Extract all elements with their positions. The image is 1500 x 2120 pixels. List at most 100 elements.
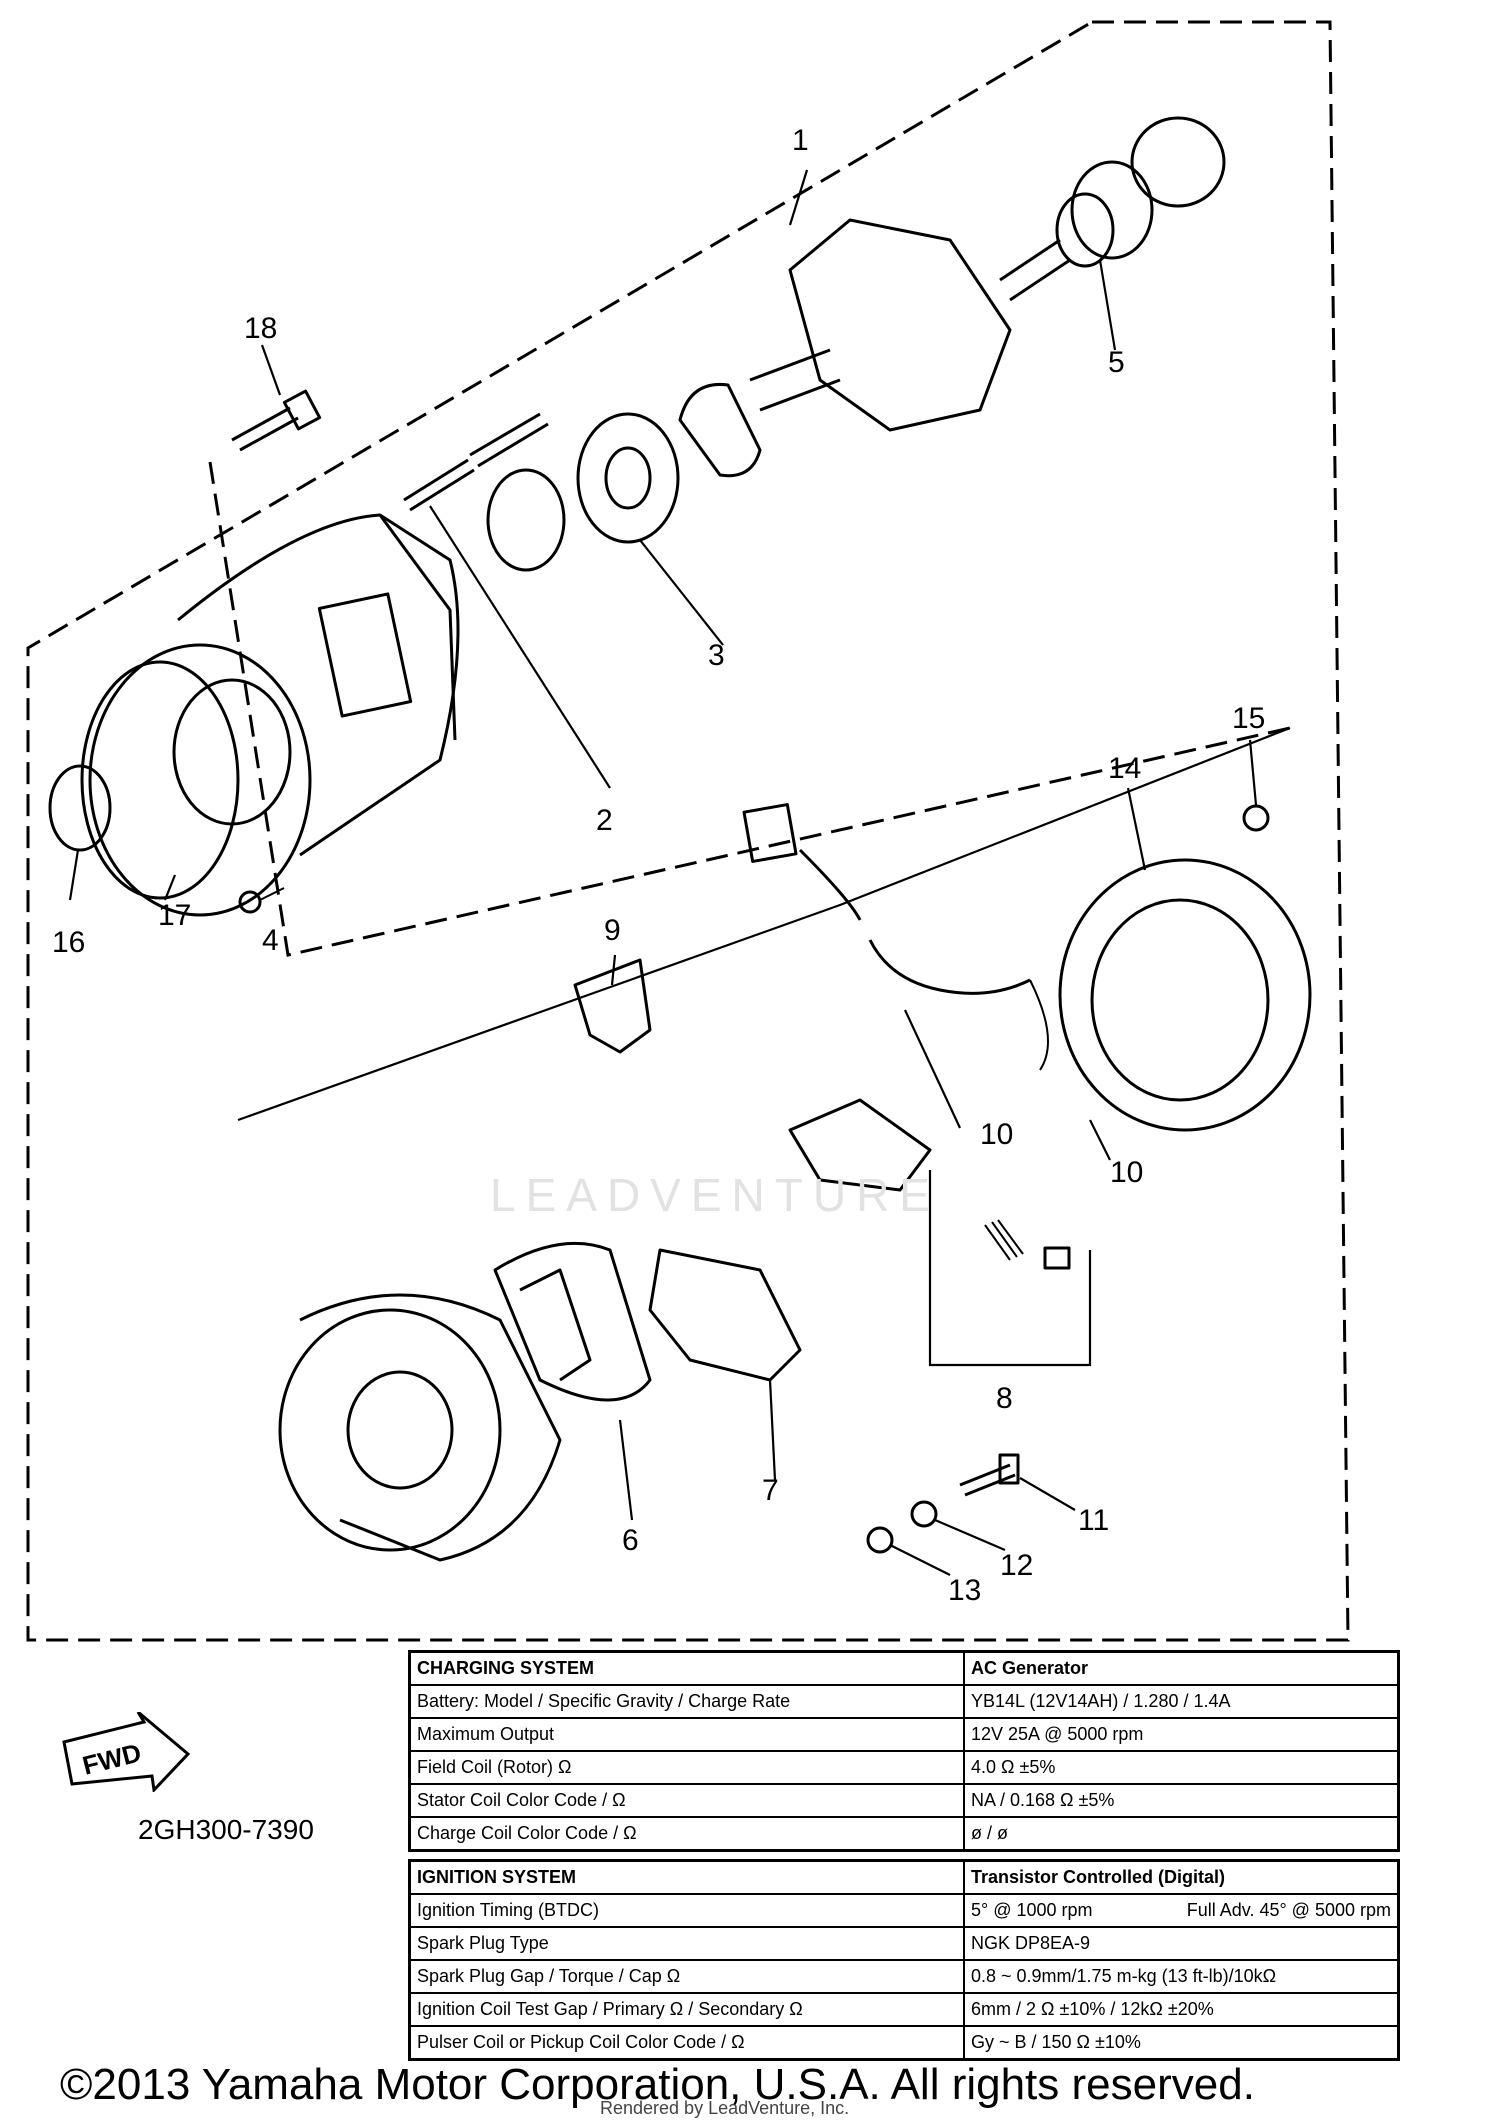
- ignition-system-table: IGNITION SYSTEM Transistor Controlled (D…: [408, 1859, 1400, 2061]
- rear-housing: [278, 1293, 562, 1562]
- spec-label: Spark Plug Gap / Torque / Cap Ω: [408, 1959, 965, 1994]
- leader-6: [618, 1419, 634, 1521]
- bolt: [238, 887, 285, 914]
- callout-5: 5: [1108, 346, 1125, 379]
- spring-washer: [910, 1500, 938, 1528]
- table-row: Maximum Output 12V 25A @ 5000 rpm: [408, 1717, 1400, 1752]
- callout-1: 1: [792, 124, 809, 157]
- watermark: LEADVENTURE: [490, 1169, 940, 1221]
- leader-8: [928, 1170, 1092, 1367]
- leader-15: [1248, 739, 1258, 806]
- spec-value: 6mm / 2 Ω ±10% / 12kΩ ±20%: [963, 1992, 1400, 2027]
- spec-value: 12V 25A @ 5000 rpm: [963, 1717, 1400, 1752]
- charging-system-title: CHARGING SYSTEM: [408, 1650, 965, 1686]
- bearing: [576, 412, 680, 544]
- brush-holder: [573, 958, 652, 1054]
- ignition-timing-full-advance: Full Adv. 45° @ 5000 rpm: [1186, 1900, 1391, 1920]
- callout-17: 17: [158, 899, 191, 932]
- leader-18: [260, 344, 282, 396]
- leader-3: [639, 539, 724, 646]
- table-row: Spark Plug Gap / Torque / Cap Ω 0.8 ~ 0.…: [408, 1959, 1400, 1994]
- generator-housing: [88, 513, 460, 917]
- leader-13: [889, 1544, 951, 1576]
- callout-15: 15: [1232, 702, 1265, 735]
- leader-2: [429, 505, 611, 789]
- upper-assembly-bracket: [208, 461, 1291, 957]
- leader-7: [768, 1379, 777, 1481]
- spec-value: NA / 0.168 Ω ±5%: [963, 1783, 1400, 1818]
- plain-washer: [866, 1526, 894, 1554]
- leader-5: [1098, 259, 1117, 351]
- wire-harness: [742, 803, 1049, 1071]
- callout-10b: 10: [1110, 1156, 1143, 1189]
- rear-cover: [1058, 858, 1312, 1132]
- oil-seal: [48, 764, 112, 852]
- spec-label: Spark Plug Type: [408, 1926, 965, 1961]
- callout-14: 14: [1108, 752, 1141, 785]
- spec-label: Battery: Model / Specific Gravity / Char…: [408, 1684, 965, 1719]
- spec-value: YB14L (12V14AH) / 1.280 / 1.4A: [963, 1684, 1400, 1719]
- cap-seal: [1130, 116, 1226, 208]
- table-row: Ignition Timing (BTDC) 5° @ 1000 rpm Ful…: [408, 1893, 1400, 1928]
- callout-9: 9: [604, 914, 621, 947]
- spec-label: Pulser Coil or Pickup Coil Color Code / …: [408, 2025, 965, 2061]
- ignition-system-type: Transistor Controlled (Digital): [963, 1859, 1400, 1895]
- table-row: Charge Coil Color Code / Ω ø / ø: [408, 1816, 1400, 1852]
- callout-8: 8: [996, 1382, 1013, 1415]
- spec-value: NGK DP8EA-9: [963, 1926, 1400, 1961]
- table-row: Pulser Coil or Pickup Coil Color Code / …: [408, 2025, 1400, 2061]
- table-row: Spark Plug Type NGK DP8EA-9: [408, 1926, 1400, 1961]
- spec-value: Gy ~ B / 150 Ω ±10%: [963, 2025, 1400, 2061]
- leader-11: [1019, 1477, 1076, 1511]
- rendered-by-credit: Rendered by LeadVenture, Inc.: [600, 2098, 850, 2118]
- ignition-system-title: IGNITION SYSTEM: [408, 1859, 965, 1895]
- brush-springs: [984, 1219, 1071, 1270]
- spec-label: Field Coil (Rotor) Ω: [408, 1750, 965, 1785]
- table-row: Field Coil (Rotor) Ω 4.0 Ω ±5%: [408, 1750, 1400, 1785]
- table-row: Battery: Model / Specific Gravity / Char…: [408, 1684, 1400, 1719]
- leader-1: [788, 169, 809, 226]
- leader-9: [610, 954, 617, 986]
- spec-label: Ignition Coil Test Gap / Primary Ω / Sec…: [408, 1992, 965, 2027]
- spec-value: 5° @ 1000 rpm Full Adv. 45° @ 5000 rpm: [963, 1893, 1400, 1928]
- diagram-part-number: 2GH300-7390: [138, 1814, 314, 1845]
- leader-14: [1126, 787, 1147, 871]
- leader-10b: [1089, 1119, 1111, 1161]
- callout-6: 6: [622, 1524, 639, 1557]
- leader-12: [934, 1518, 1006, 1552]
- charging-system-table: CHARGING SYSTEM AC Generator Battery: Mo…: [408, 1650, 1400, 1852]
- spec-value: 0.8 ~ 0.9mm/1.75 m-kg (13 ft-lb)/10kΩ: [963, 1959, 1400, 1994]
- copyright-notice: ©2013 Yamaha Motor Corporation, U.S.A. A…: [60, 2060, 1255, 2109]
- callout-3: 3: [708, 639, 725, 672]
- seal-ring: [486, 468, 566, 572]
- callout-10a: 10: [980, 1118, 1013, 1151]
- ignition-timing-value: 5° @ 1000 rpm: [971, 1900, 1093, 1920]
- spec-value: ø / ø: [963, 1816, 1400, 1852]
- regulator: [648, 1248, 802, 1382]
- spec-value: 4.0 Ω ±5%: [963, 1750, 1400, 1785]
- charging-system-type: AC Generator: [963, 1650, 1400, 1686]
- retainer-plate: [678, 382, 762, 478]
- spec-label: Ignition Timing (BTDC): [408, 1893, 965, 1928]
- leader-17: [163, 874, 177, 901]
- spec-label: Stator Coil Color Code / Ω: [408, 1783, 965, 1818]
- leader-10a: [904, 1009, 961, 1129]
- rectifier-bracket: [788, 1098, 932, 1192]
- bolt: [231, 389, 322, 452]
- callout-18: 18: [244, 312, 277, 345]
- callout-4: 4: [262, 924, 279, 957]
- nut: [1242, 804, 1270, 832]
- screw: [959, 1453, 1020, 1497]
- callout-2: 2: [596, 804, 613, 837]
- callout-7: 7: [762, 1474, 779, 1507]
- o-ring: [80, 660, 240, 900]
- stud-bolt: [403, 412, 549, 512]
- callout-11: 11: [1078, 1504, 1109, 1537]
- rotor-assembly: [749, 160, 1154, 432]
- spec-label: Maximum Output: [408, 1717, 965, 1752]
- assembly-boundary: [26, 20, 1350, 1642]
- spec-label: Charge Coil Color Code / Ω: [408, 1816, 965, 1852]
- table-row: Stator Coil Color Code / Ω NA / 0.168 Ω …: [408, 1783, 1400, 1818]
- fwd-arrow-icon: FWD: [62, 1712, 190, 1792]
